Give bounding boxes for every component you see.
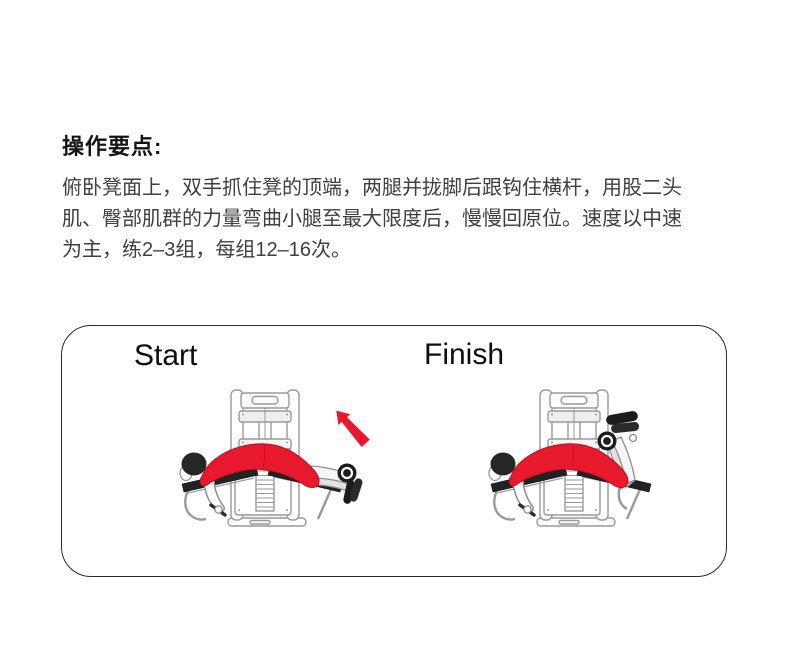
ankle-roller <box>337 463 357 483</box>
leg-curl-finish-illustration <box>455 380 685 540</box>
finish-label: Finish <box>424 338 505 371</box>
exercise-description: 俯卧凳面上，双手抓住凳的顶端，两腿并拢脚后跟钩住横杆，用股二头 肌、臀部肌群的力… <box>62 173 742 266</box>
leg-curl-start-illustration <box>146 380 370 540</box>
athlete-shoes <box>343 478 363 504</box>
description-line-1: 俯卧凳面上，双手抓住凳的顶端，两腿并拢脚后跟钩住横杆，用股二头 <box>62 177 682 199</box>
description-line-3: 为主，练2–3组，每组12–16次。 <box>62 239 351 261</box>
description-line-2: 肌、臀部肌群的力量弯曲小腿至最大限度后，慢慢回原位。速度以中速 <box>62 208 682 230</box>
exercise-heading: 操作要点: <box>62 134 163 159</box>
start-label: Start <box>134 339 198 372</box>
athlete-shoes <box>606 411 640 433</box>
ankle-roller <box>597 431 617 451</box>
curl-direction-arrow-icon <box>336 410 370 448</box>
lever-pivot-bolt <box>628 433 638 443</box>
